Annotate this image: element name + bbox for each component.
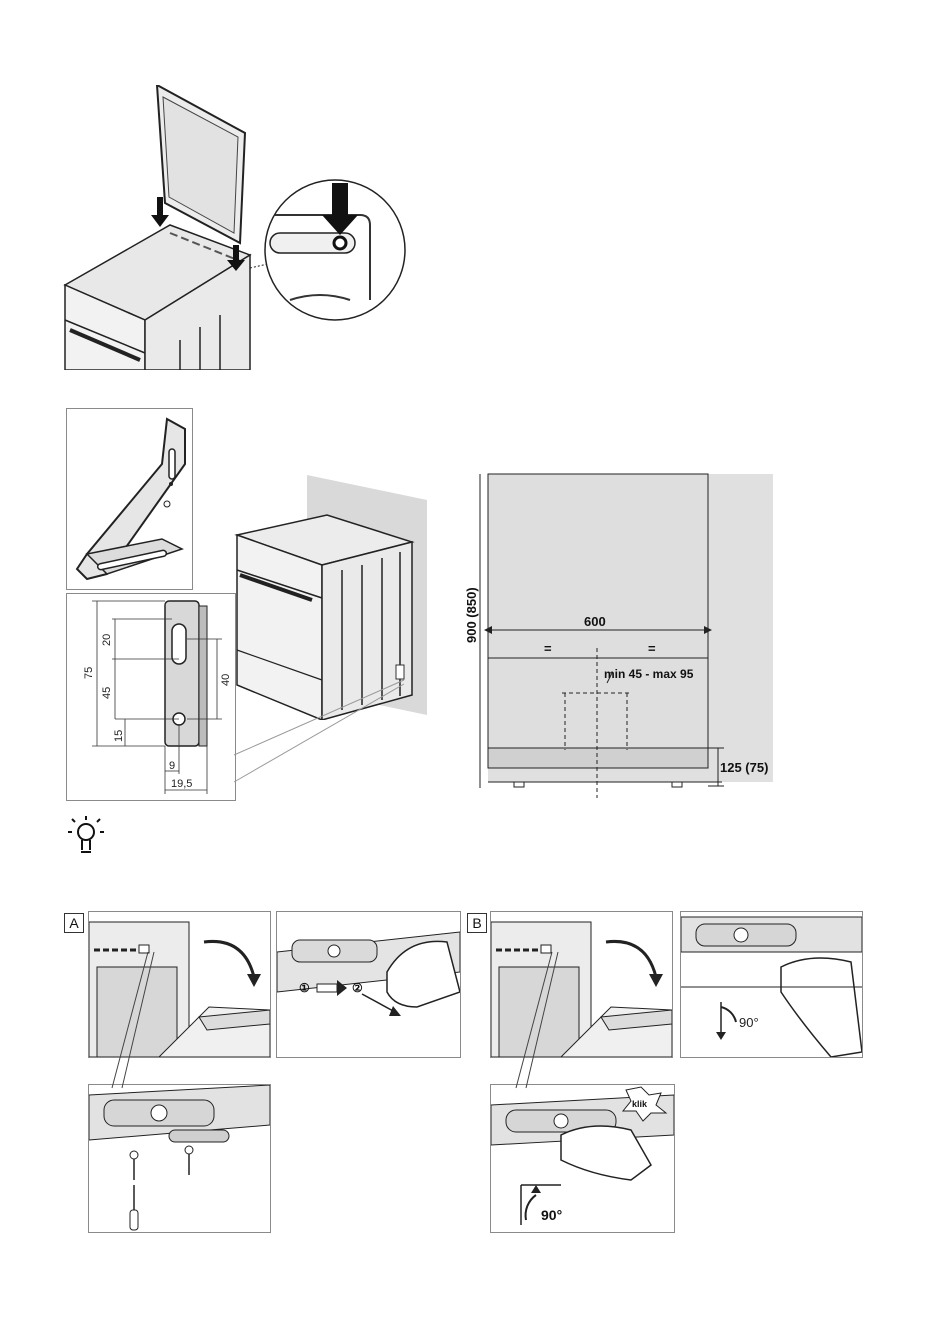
detail-leader-lines bbox=[232, 660, 412, 785]
dim-15: 15 bbox=[113, 730, 125, 742]
lid-mounting-illustration bbox=[60, 85, 410, 370]
wall-dimension-drawing: 900 (850) 600 = = min 45 - max 95 125 (7… bbox=[462, 468, 782, 803]
panel-a-hinge-screws bbox=[88, 1084, 271, 1233]
gap-label: min 45 - max 95 bbox=[604, 667, 694, 681]
panel-a-hinge-release: ① ② bbox=[276, 911, 461, 1058]
wall-width-label: 600 bbox=[584, 614, 606, 629]
dim-40: 40 bbox=[220, 674, 232, 686]
angle-a-label: 90° bbox=[739, 1015, 759, 1030]
step-1-label: ① bbox=[299, 981, 310, 995]
click-label: klik bbox=[632, 1099, 648, 1109]
dim-19-5: 19,5 bbox=[171, 778, 192, 790]
bracket-perspective-frame bbox=[66, 408, 193, 590]
panel-b-zoom-leader bbox=[512, 950, 562, 1090]
panel-b-hinge-rotate: 90° bbox=[680, 911, 863, 1058]
panel-b-hinge-click: klik 90° bbox=[490, 1084, 675, 1233]
angle-b-label: 90° bbox=[541, 1207, 562, 1223]
bracket-dimensions-frame: 75 20 45 15 40 9 19,5 bbox=[66, 593, 236, 801]
equal-right-label: = bbox=[648, 641, 656, 656]
panel-label-a: A bbox=[64, 913, 84, 933]
panel-label-b: B bbox=[467, 913, 487, 933]
base-height-label: 125 (75) bbox=[720, 760, 768, 775]
panel-a-zoom-leader bbox=[108, 950, 158, 1090]
dim-75: 75 bbox=[83, 667, 95, 679]
wall-height-label: 900 (850) bbox=[464, 587, 479, 643]
equal-left-label: = bbox=[544, 641, 552, 656]
lightbulb-icon bbox=[64, 814, 108, 858]
step-2-label: ② bbox=[352, 981, 363, 995]
dim-45: 45 bbox=[101, 687, 113, 699]
dim-9: 9 bbox=[169, 760, 175, 772]
dim-20: 20 bbox=[101, 634, 113, 646]
